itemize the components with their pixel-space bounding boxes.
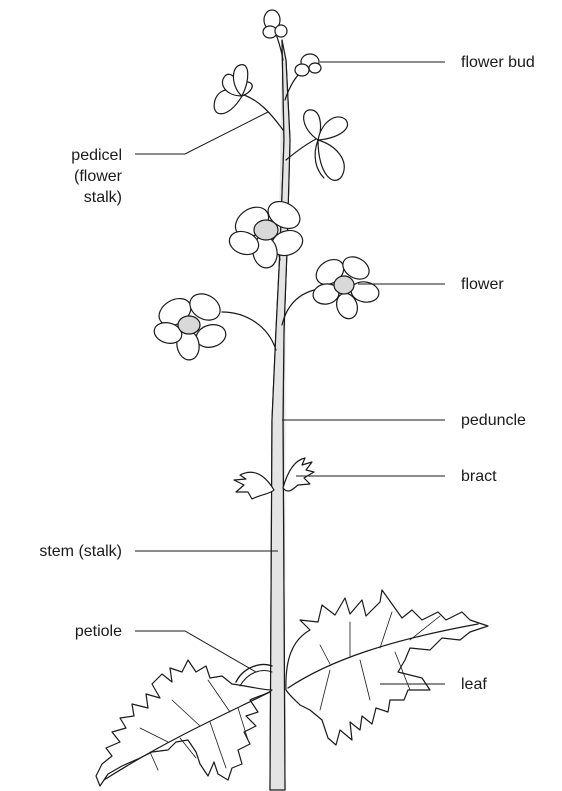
right-bud bbox=[295, 54, 321, 76]
flower-upper-right bbox=[304, 110, 348, 181]
pedicel-left-upper bbox=[244, 95, 283, 130]
leader-petiole bbox=[135, 631, 256, 672]
bract-left bbox=[234, 472, 274, 499]
label-stem: stem (stalk) bbox=[2, 542, 122, 561]
petiole-shape-inner bbox=[240, 671, 272, 686]
flower-upper-left bbox=[214, 65, 252, 114]
label-pedicel-line2: (flower bbox=[40, 167, 122, 186]
flower-right bbox=[311, 252, 380, 321]
label-bract: bract bbox=[461, 467, 497, 486]
pedicel-left-lower bbox=[222, 312, 276, 350]
bract-right bbox=[283, 458, 314, 491]
label-pedicel-line1: pedicel bbox=[40, 146, 122, 165]
label-flower-bud: flower bud bbox=[461, 53, 535, 72]
label-leaf: leaf bbox=[461, 675, 487, 694]
flower-lower-left bbox=[152, 289, 228, 362]
pedicel-right-upper bbox=[286, 138, 318, 160]
top-bud bbox=[263, 10, 287, 38]
flower-center bbox=[226, 196, 306, 270]
label-pedicel-line3: stalk) bbox=[40, 188, 122, 207]
label-flower: flower bbox=[461, 275, 504, 294]
leader-pedicel bbox=[135, 112, 268, 154]
label-peduncle: peduncle bbox=[461, 411, 526, 430]
label-petiole: petiole bbox=[40, 622, 122, 641]
leaf-right bbox=[286, 590, 488, 745]
